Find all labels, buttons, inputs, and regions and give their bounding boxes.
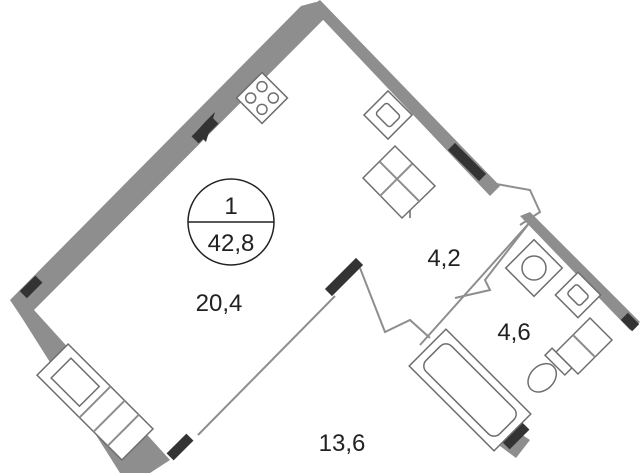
window-e [620, 312, 640, 332]
door-swing-hall [484, 181, 542, 226]
rooms-count-label: 1 [224, 193, 237, 220]
bath-counter-icon [554, 316, 614, 376]
bathroom [408, 238, 614, 452]
total-area-label: 42,8 [208, 230, 255, 257]
window-s [502, 422, 530, 450]
sink-icon [362, 89, 414, 141]
door-swing-bath [454, 221, 531, 299]
room-area-label: 13,6 [319, 430, 366, 457]
interior-walls [197, 181, 542, 436]
apartment-badge: 1 42,8 [187, 178, 275, 266]
living-area-label: 20,4 [196, 290, 243, 317]
kitchen [235, 71, 437, 220]
counter-icon [361, 144, 437, 220]
partition-room [197, 295, 336, 436]
column-divider [324, 257, 364, 297]
wall-east [520, 212, 640, 330]
windows [19, 112, 640, 461]
washbasin-icon [554, 271, 602, 319]
hallway-area-label: 4,2 [427, 245, 460, 272]
window-nw-3 [191, 116, 219, 144]
washing-machine-icon [504, 238, 564, 298]
bathtub-icon [408, 328, 532, 452]
window-ne [447, 142, 487, 182]
door-swing-living [359, 267, 431, 339]
window-nw-2 [19, 275, 43, 299]
partition-bath [419, 221, 531, 346]
bathroom-area-label: 4,6 [497, 319, 530, 346]
window-sw [166, 433, 194, 461]
wall-northwest [10, 2, 327, 316]
stove-icon [235, 71, 289, 125]
balcony-icon [35, 342, 155, 462]
